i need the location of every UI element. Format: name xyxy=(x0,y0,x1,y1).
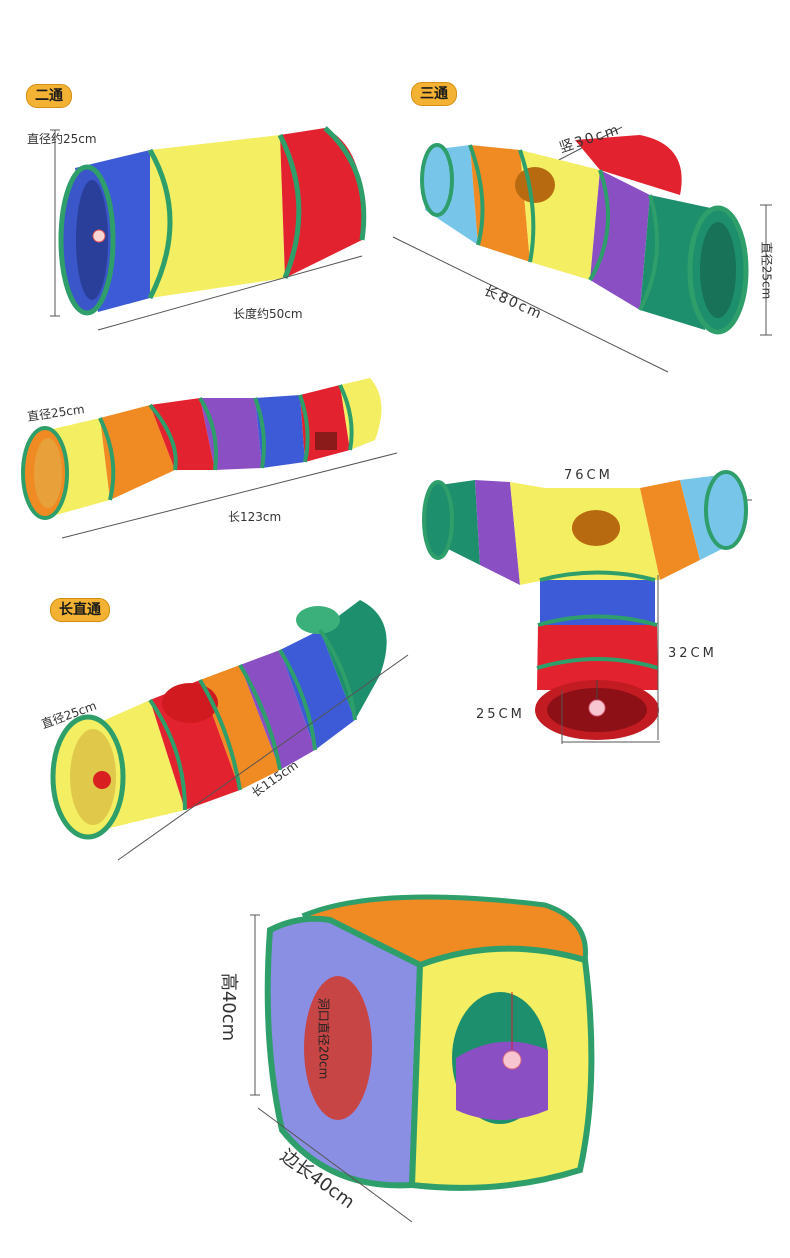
three-way-diameter-label: 直径25cm xyxy=(759,241,774,300)
three-way-tunnel xyxy=(392,126,772,373)
two-way-length-label: 长度约50cm xyxy=(233,307,303,321)
two-way-diameter-label: 直径约25cm xyxy=(27,132,97,146)
cube-hole-label: 洞口直径20cm xyxy=(316,997,331,1080)
straight-tunnel xyxy=(50,600,409,861)
y-tunnel-width-label: 76CM xyxy=(564,468,613,483)
cube-tent xyxy=(250,894,595,1223)
y-tunnel xyxy=(422,470,752,744)
two-way-tunnel xyxy=(50,126,367,331)
badge-straight: 长直通 xyxy=(50,598,110,622)
cube-height-label: 高40cm xyxy=(218,972,240,1042)
s-tunnel-length-label: 长123cm xyxy=(228,510,282,524)
y-tunnel-height-label: 32CM xyxy=(668,646,717,661)
y-tunnel-diameter-label: 25CM xyxy=(476,707,525,722)
badge-three-way: 三通 xyxy=(411,82,457,106)
badge-two-way: 二通 xyxy=(26,84,72,108)
s-tunnel xyxy=(21,378,398,539)
